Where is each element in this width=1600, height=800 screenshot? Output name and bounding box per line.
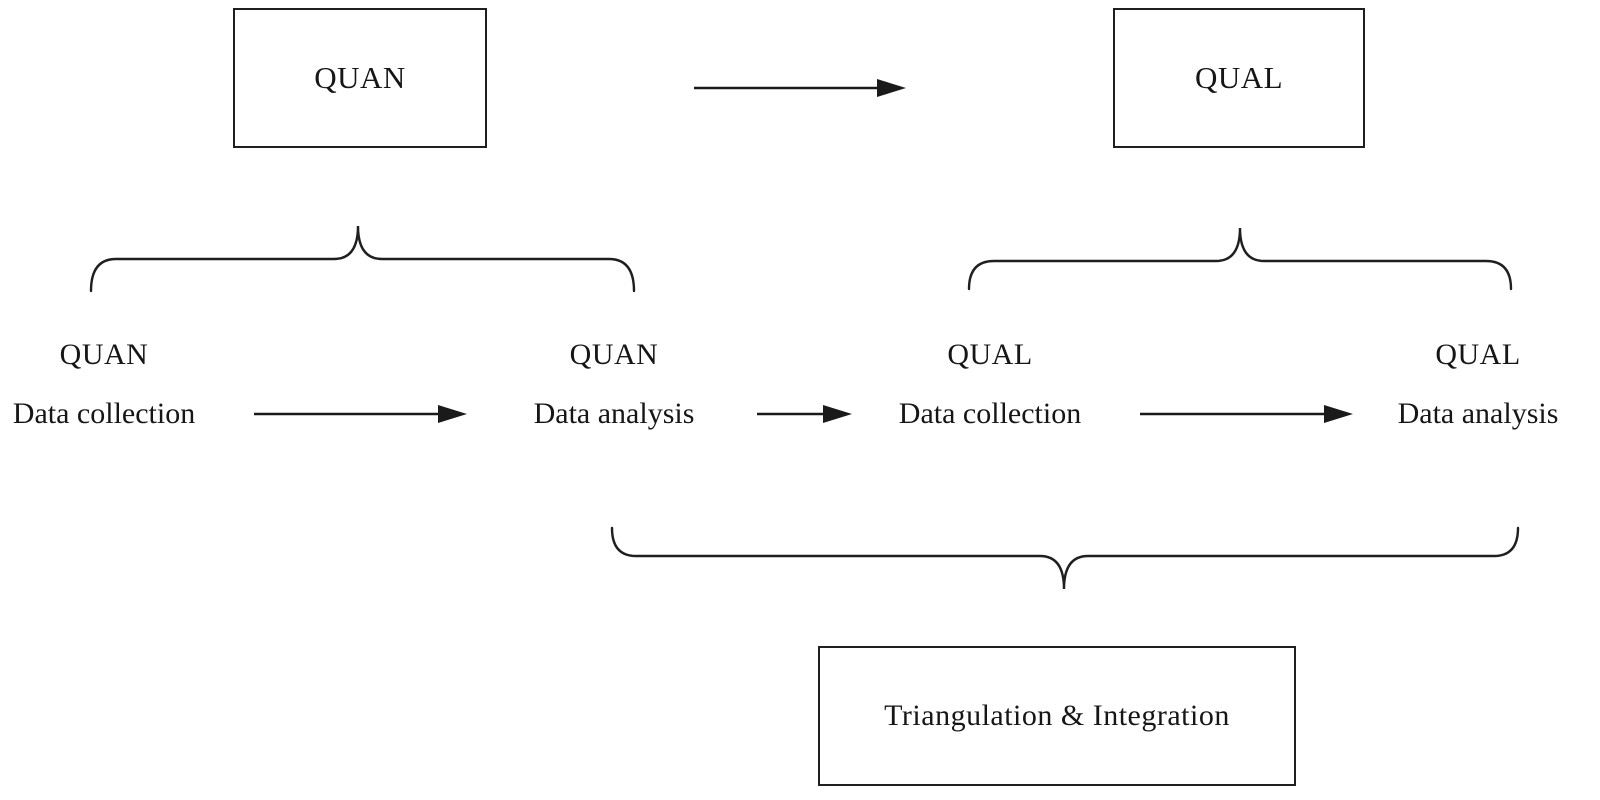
stage-qual-data-analysis: QUAL Data analysis [1398, 338, 1559, 431]
arrow-head-icon [1324, 405, 1353, 423]
quan-box: QUAN [233, 8, 487, 148]
stage-qual-data-collection: QUAL Data collection [899, 338, 1081, 431]
qual-box: QUAL [1113, 8, 1365, 148]
stage-step-label: Data collection [898, 397, 1082, 430]
stage-step-label: Data analysis [533, 397, 695, 430]
arrow-collection-to-analysis-quan [254, 405, 467, 423]
bottom-brace [610, 526, 1520, 590]
arrow-head-icon [877, 79, 906, 97]
stage-step-label: Data collection [12, 397, 196, 430]
stage-quan-data-analysis: QUAN Data analysis [534, 338, 695, 431]
stage-phase-label: QUAN [569, 338, 659, 371]
triangulation-box-label: Triangulation & Integration [884, 699, 1230, 732]
arrow-head-icon [438, 405, 467, 423]
arrow-quan-analysis-to-qual-collection [757, 405, 852, 423]
stage-phase-label: QUAL [1435, 338, 1521, 371]
triangulation-integration-box: Triangulation & Integration [818, 646, 1296, 786]
right-brace [967, 227, 1513, 291]
stage-quan-data-collection: QUAN Data collection [13, 338, 195, 431]
qual-box-label: QUAL [1194, 60, 1284, 95]
stage-phase-label: QUAL [947, 338, 1033, 371]
arrow-quan-to-qual [694, 79, 906, 97]
quan-box-label: QUAN [314, 60, 406, 95]
arrow-collection-to-analysis-qual [1140, 405, 1353, 423]
stage-step-label: Data analysis [1397, 397, 1559, 430]
left-brace [89, 225, 636, 293]
arrow-head-icon [823, 405, 852, 423]
stage-phase-label: QUAN [59, 338, 149, 371]
